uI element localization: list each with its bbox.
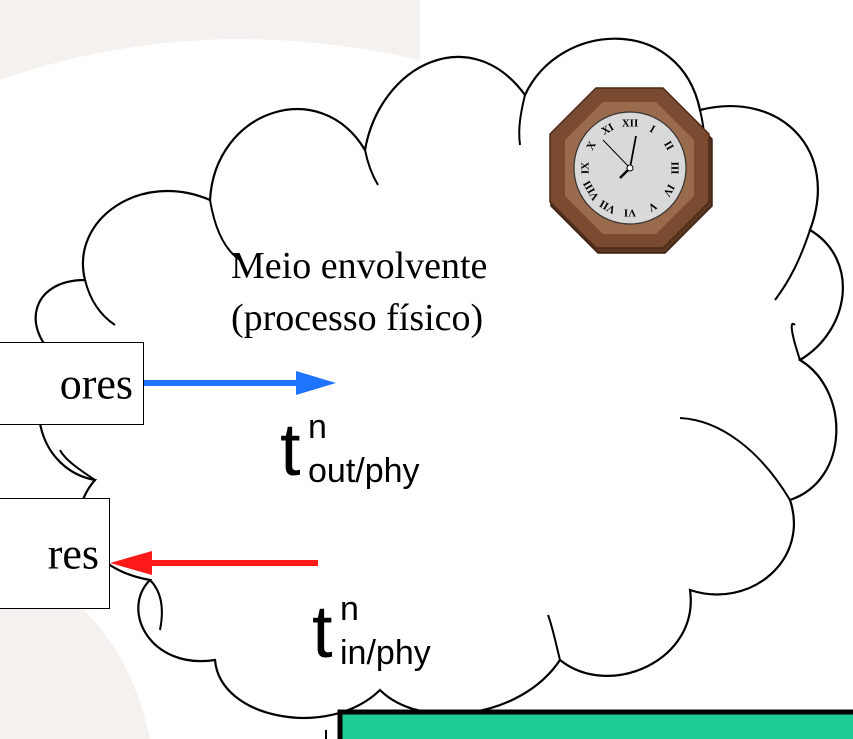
- time-out-superscript: n: [308, 408, 327, 446]
- cloud-arc: [518, 94, 526, 146]
- clock-numeral: VI: [624, 206, 636, 218]
- time-in-superscript: n: [340, 590, 359, 628]
- cloud-arc: [59, 449, 96, 481]
- cloud-arc: [679, 417, 791, 501]
- background-shade: [0, 0, 420, 80]
- time-in-base: t: [312, 590, 333, 673]
- bottom-box: [337, 709, 853, 739]
- environment-title-line2: (processo físico): [231, 297, 484, 339]
- cloud-arc: [364, 149, 379, 186]
- arrow-in-head: [110, 551, 152, 575]
- environment-title-line1: Meio envolvente: [231, 245, 488, 287]
- cloud-arc: [547, 614, 561, 661]
- clock-numeral: I: [647, 123, 657, 136]
- left-box-top-label: ores: [59, 359, 133, 408]
- clock-numeral: III: [668, 162, 680, 175]
- left-box-bottom: res: [0, 498, 110, 609]
- clock-numeral: IX: [580, 162, 592, 174]
- left-box-top: ores: [0, 342, 144, 425]
- clock-numeral: XI: [599, 121, 616, 138]
- time-in-subscript: in/phy: [340, 634, 431, 672]
- cloud-arc: [84, 279, 116, 326]
- cloud-arc: [209, 199, 241, 261]
- time-out-base: t: [280, 408, 301, 491]
- left-box-bottom-label: res: [47, 529, 99, 578]
- time-out-label: t n out/phy: [280, 408, 540, 510]
- clock-second-hand: [602, 139, 631, 169]
- time-out-subscript: out/phy: [308, 452, 420, 490]
- cloud-arc: [149, 579, 163, 631]
- cloud-arc: [774, 229, 811, 301]
- clock-pivot: [626, 164, 634, 172]
- clock-minute-hand: [629, 135, 637, 169]
- clock-numeral: XII: [622, 118, 639, 130]
- clock-numeral: IV: [660, 182, 677, 199]
- time-in-label: t n in/phy: [312, 590, 532, 692]
- cloud-arc: [790, 322, 801, 361]
- arrow-out-head: [296, 371, 336, 395]
